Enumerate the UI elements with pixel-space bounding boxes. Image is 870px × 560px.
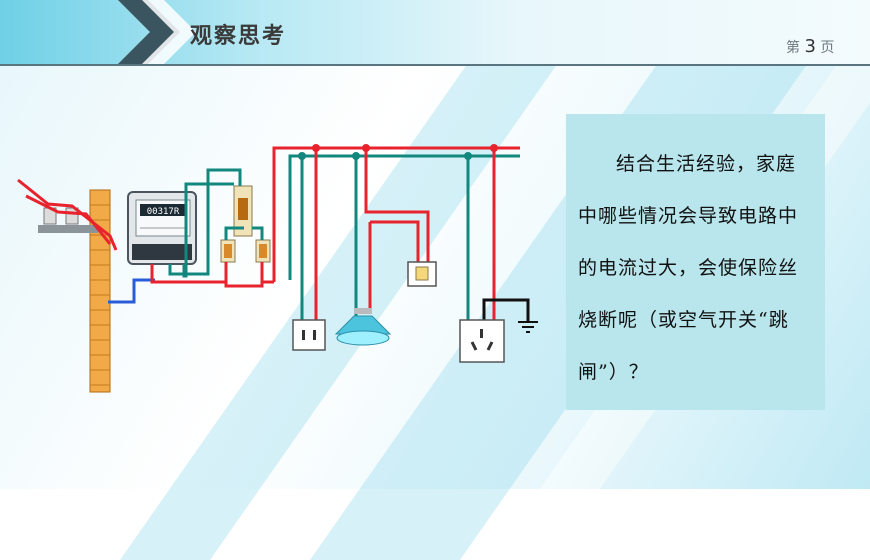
question-text: 结合生活经验，家庭中哪些情况会导致电路中的电流过大，会使保险丝烧断呢（或空气开关… bbox=[578, 153, 799, 383]
three-pin-socket bbox=[459, 319, 505, 363]
chevron-light-icon bbox=[142, 0, 196, 64]
wall-switch bbox=[407, 261, 437, 287]
page-suffix: 页 bbox=[820, 40, 835, 56]
junction-dots bbox=[298, 144, 498, 160]
fuse-right bbox=[255, 239, 271, 263]
utility-pole bbox=[38, 189, 111, 393]
question-box: 结合生活经验，家庭中哪些情况会导致电路中的电流过大，会使保险丝烧断呢（或空气开关… bbox=[566, 114, 825, 410]
fuse-left bbox=[220, 239, 236, 263]
chevron-dark-icon bbox=[118, 0, 180, 64]
header-chevrons bbox=[118, 0, 196, 64]
page-number: 第 3 页 bbox=[786, 36, 834, 57]
main-switch bbox=[233, 185, 253, 237]
wiring bbox=[150, 146, 530, 322]
ceiling-lamp-icon bbox=[334, 308, 392, 346]
page-title: 观察思考 bbox=[190, 24, 287, 49]
electric-meter: 00317R bbox=[127, 191, 197, 265]
meter-display: 00317R bbox=[147, 207, 180, 217]
service-drop bbox=[17, 178, 155, 304]
circuit-diagram: 00317R bbox=[17, 144, 538, 393]
ground-symbol-icon bbox=[518, 321, 538, 333]
header-divider bbox=[0, 64, 870, 66]
page-prefix: 第 bbox=[786, 40, 800, 56]
page-number-value: 3 bbox=[804, 36, 816, 57]
two-pin-socket bbox=[292, 319, 326, 351]
